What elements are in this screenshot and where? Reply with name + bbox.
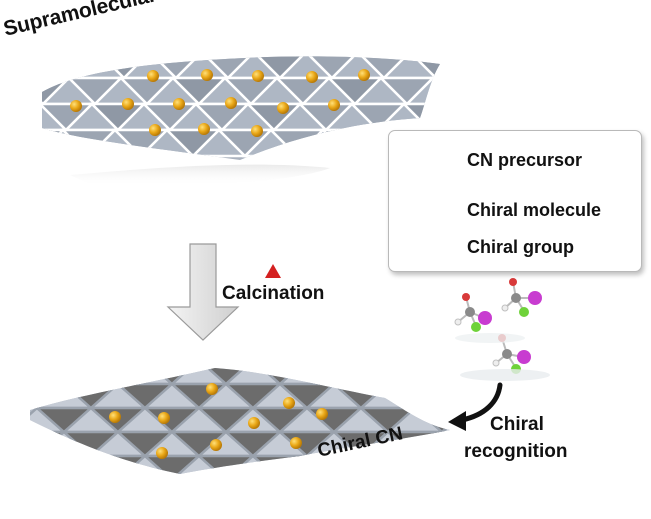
chiral-group-dot xyxy=(328,99,340,111)
lattice-triangle xyxy=(411,368,450,386)
chiral-group-dot xyxy=(290,437,302,449)
lattice-triangle xyxy=(59,128,119,158)
chiral-group-dot xyxy=(225,97,237,109)
chiral-group-dot xyxy=(158,412,170,424)
lattice-triangle xyxy=(456,104,508,130)
red-triangle-heat-icon xyxy=(265,264,281,278)
lattice-triangle xyxy=(30,430,68,458)
lattice-triangle xyxy=(384,382,446,410)
chiral-group-dot xyxy=(156,447,168,459)
lattice-triangle xyxy=(411,454,450,474)
molecule-1 xyxy=(454,293,492,332)
lattice-triangle xyxy=(114,368,176,386)
legend-label-chiral-molecule: Chiral molecule xyxy=(467,200,602,220)
lattice-triangle xyxy=(432,56,440,80)
chiral-group-dot xyxy=(252,70,264,82)
lattice-triangle xyxy=(30,368,68,386)
chiral-group-dot xyxy=(283,397,295,409)
lattice-triangle xyxy=(87,454,149,474)
lattice-triangle xyxy=(330,368,392,386)
lattice-triangle xyxy=(384,368,446,386)
legend-label-cn-precursor: CN precursor xyxy=(467,150,583,170)
bottom-chiral-dots xyxy=(109,383,328,459)
chiral-group-dot xyxy=(198,123,210,135)
lattice-triangle xyxy=(411,430,450,458)
top-sheet-reflection xyxy=(70,164,330,186)
lattice-triangle xyxy=(357,454,419,474)
lattice-triangle xyxy=(276,368,338,386)
chiral-group-dot xyxy=(122,98,134,110)
legend-box: CN precursor Chiral molecule Chiral grou… xyxy=(388,130,642,272)
calcination-arrow xyxy=(166,243,240,341)
chiral-group-dot xyxy=(149,124,161,136)
top-chiral-dots xyxy=(70,69,370,137)
lattice-triangle xyxy=(249,454,311,474)
chiral-group-dot xyxy=(206,383,218,395)
chiral-group-dot xyxy=(306,71,318,83)
chiral-group-dot xyxy=(70,100,82,112)
lattice-triangle xyxy=(438,382,450,410)
lattice-triangle xyxy=(68,56,128,80)
chiral-molecules xyxy=(454,278,550,381)
chiral-group-dot xyxy=(109,411,121,423)
legend-label-chiral-group: Chiral group xyxy=(467,237,574,257)
calcination-label: Calcination xyxy=(222,283,325,304)
lattice-triangle xyxy=(33,368,95,386)
chiral-cn-sheet xyxy=(30,368,450,474)
chiral-group-dot xyxy=(251,125,263,137)
chiral-group-dot xyxy=(277,102,289,114)
lattice-triangle xyxy=(60,368,122,386)
lattice-triangle xyxy=(411,382,450,410)
recognition-label-line-1: Chiral xyxy=(490,414,544,435)
lattice-triangle xyxy=(384,454,446,474)
lattice-triangle xyxy=(462,52,514,78)
lattice-triangle xyxy=(42,56,102,80)
lattice-triangle xyxy=(30,454,68,474)
lattice-triangle xyxy=(357,368,419,386)
lattice-triangle xyxy=(429,76,440,106)
chiral-group-dot xyxy=(210,439,222,451)
chiral-group-dot xyxy=(173,98,185,110)
lattice-triangle xyxy=(319,128,379,158)
lattice-triangle xyxy=(330,454,392,474)
lattice-triangle xyxy=(42,128,67,158)
lattice-triangle xyxy=(33,454,95,474)
molecule-2 xyxy=(501,278,542,317)
chiral-group-dot xyxy=(316,408,328,420)
lattice-triangle xyxy=(87,368,149,386)
lattice-triangle xyxy=(426,102,440,132)
lattice-triangle xyxy=(60,454,122,474)
lattice-triangle xyxy=(42,56,76,80)
chiral-group-dot xyxy=(248,417,260,429)
lattice-triangle xyxy=(459,78,511,104)
chiral-group-dot xyxy=(358,69,370,81)
chiral-group-dot xyxy=(201,69,213,81)
lattice-triangle xyxy=(33,382,95,410)
chiral-group-dot xyxy=(147,70,159,82)
recognition-label-line-2: recognition xyxy=(464,441,568,462)
bottom-triangle-grid xyxy=(30,368,450,474)
lattice-triangle xyxy=(303,368,365,386)
recognition-arrow xyxy=(448,382,503,431)
